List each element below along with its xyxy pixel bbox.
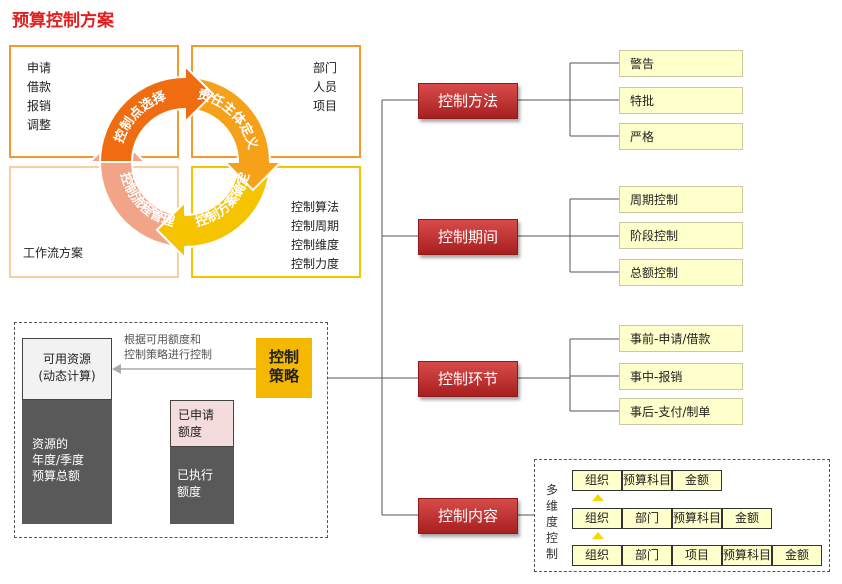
quad-br-item: 控制力度 (291, 257, 340, 271)
applied-amount-box: 已申请 额度 (170, 400, 234, 447)
leaf-periodic-control: 周期控制 (619, 186, 743, 213)
cycle-arrow-2 (184, 75, 284, 192)
quad-tl-item: 调整 (27, 118, 52, 132)
quad-tr-item: 部门 (313, 61, 338, 75)
total-budget-box: 资源的 年度/季度 预算总额 (22, 400, 112, 524)
up-arrow-icon (592, 494, 604, 501)
quad-br-item: 控制周期 (291, 219, 340, 233)
dim-cell: 金额 (772, 545, 822, 566)
leaf-special-approval: 特批 (619, 87, 743, 114)
quad-tl-item: 借款 (27, 80, 52, 94)
dim-cell: 预算科目 (672, 508, 722, 529)
leaf-during-stage: 事中-报销 (619, 363, 743, 390)
cycle-arrow-1 (98, 63, 215, 163)
quad-tl-item: 申请 (27, 61, 52, 75)
dim-cell: 预算科目 (622, 470, 672, 491)
branch-control-stage[interactable]: 控制环节 (418, 361, 518, 397)
available-resources-box: 可用资源 (动态计算) (22, 338, 112, 400)
leaf-phase-control: 阶段控制 (619, 222, 743, 249)
resource-panel (14, 322, 328, 538)
leaf-after-stage: 事后-支付/制单 (619, 398, 743, 425)
dim-cell: 组织 (572, 470, 622, 491)
branch-control-period[interactable]: 控制期间 (418, 219, 518, 255)
branch-control-method[interactable]: 控制方法 (418, 83, 518, 119)
dim-cell: 部门 (622, 545, 672, 566)
dim-cell: 组织 (572, 545, 622, 566)
leaf-total-control: 总额控制 (619, 259, 743, 286)
quad-tl-item: 报销 (27, 99, 52, 113)
quad-br-item: 控制维度 (291, 238, 340, 252)
dim-cell: 部门 (622, 508, 672, 529)
branch-control-content[interactable]: 控制内容 (418, 498, 518, 534)
up-arrow-icon (592, 532, 604, 539)
executed-amount-box: 已执行 额度 (170, 447, 234, 524)
cycle-diagram: 控制点选择 责任主体定义 控制方案确定 控制流程管理 (87, 63, 284, 261)
dim-cell: 项目 (672, 545, 722, 566)
dim-cell: 金额 (722, 508, 772, 529)
dim-cell: 金额 (672, 470, 722, 491)
control-note: 根据可用额度和 控制策略进行控制 (124, 333, 212, 361)
quad-tr-item: 人员 (313, 80, 338, 94)
page-title: 预算控制方案 (12, 11, 114, 31)
leaf-warning: 警告 (619, 50, 743, 77)
cycle-arrow-3 (155, 161, 272, 261)
quad-bl-label: 工作流方案 (23, 246, 84, 260)
leaf-before-stage: 事前-申请/借款 (619, 325, 743, 352)
multi-dim-panel (534, 459, 830, 572)
multi-dim-label: 多维度控制 (546, 483, 559, 561)
strategy-arrow (112, 364, 257, 374)
dim-cell: 组织 (572, 508, 622, 529)
control-strategy-box: 控制 策略 (256, 338, 312, 398)
leaf-strict: 严格 (619, 123, 743, 150)
quad-tr-item: 项目 (313, 99, 338, 113)
quad-br-item: 控制算法 (291, 200, 340, 214)
dim-cell: 预算科目 (722, 545, 772, 566)
